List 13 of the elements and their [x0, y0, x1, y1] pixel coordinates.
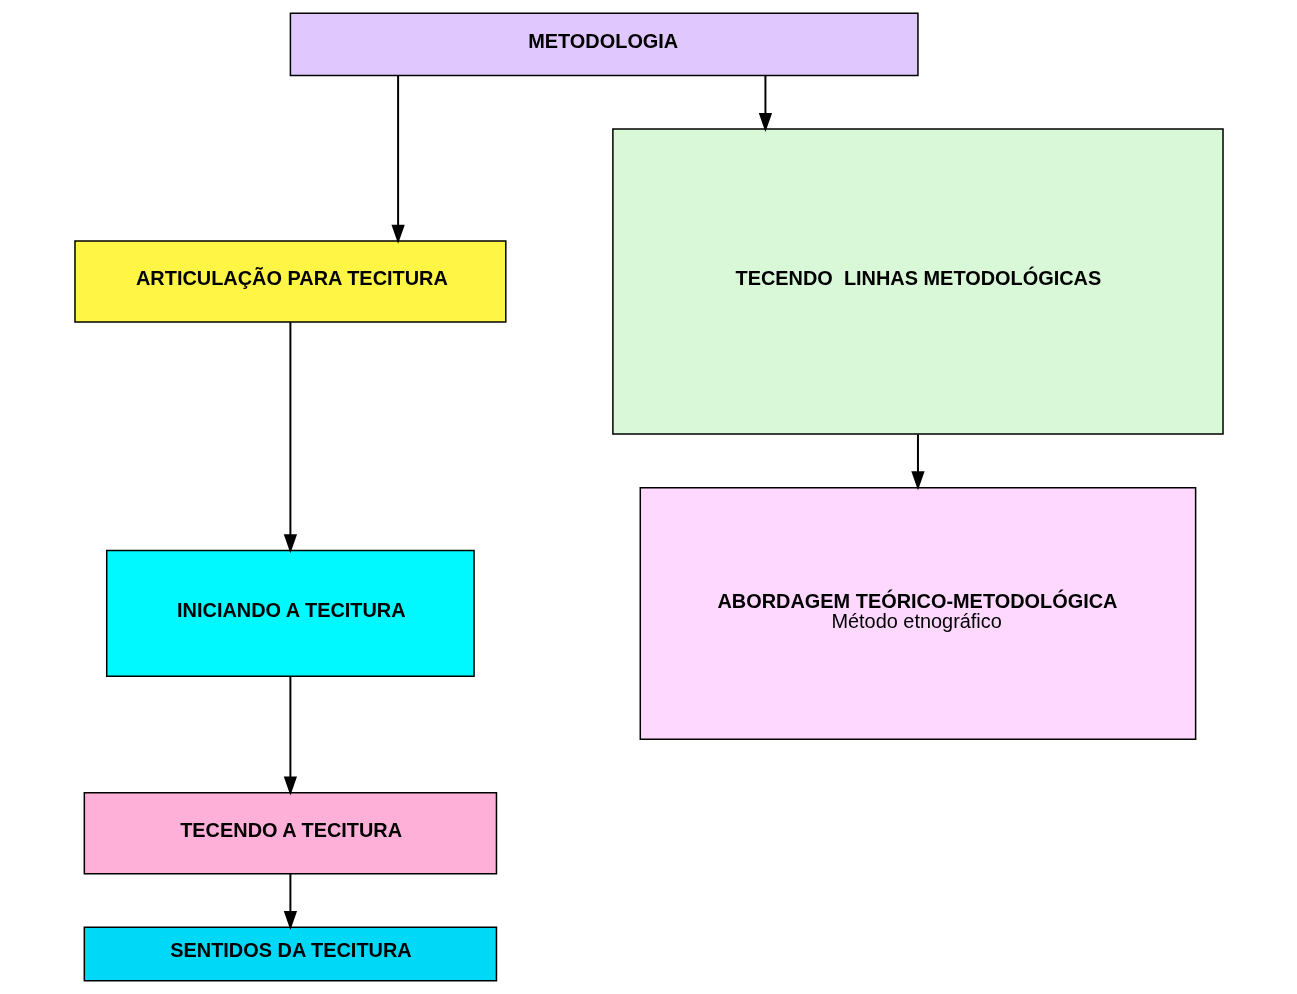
- node-box: TECENDO A TECITURA: [83, 792, 497, 875]
- arrow: [758, 74, 772, 133]
- arrow: [390, 74, 405, 244]
- node-box: SENTIDOS DA TECITURA: [83, 926, 497, 982]
- arrow: [283, 675, 297, 796]
- arrow: [910, 433, 925, 491]
- arrow: [283, 872, 297, 931]
- node-box: ARTICULAÇÃO PARA TECITURA: [73, 240, 507, 323]
- node-box: TECENDO LINHAS METODOLÓGICAS: [611, 128, 1224, 435]
- node-box: INICIANDO A TECITURA: [105, 549, 475, 678]
- arrow: [283, 321, 297, 554]
- node-box: ABORDAGEM TEÓRICO-METODOLÓGICA Método etnográfico: [639, 486, 1196, 740]
- node-box: METODOLOGIA: [289, 12, 919, 77]
